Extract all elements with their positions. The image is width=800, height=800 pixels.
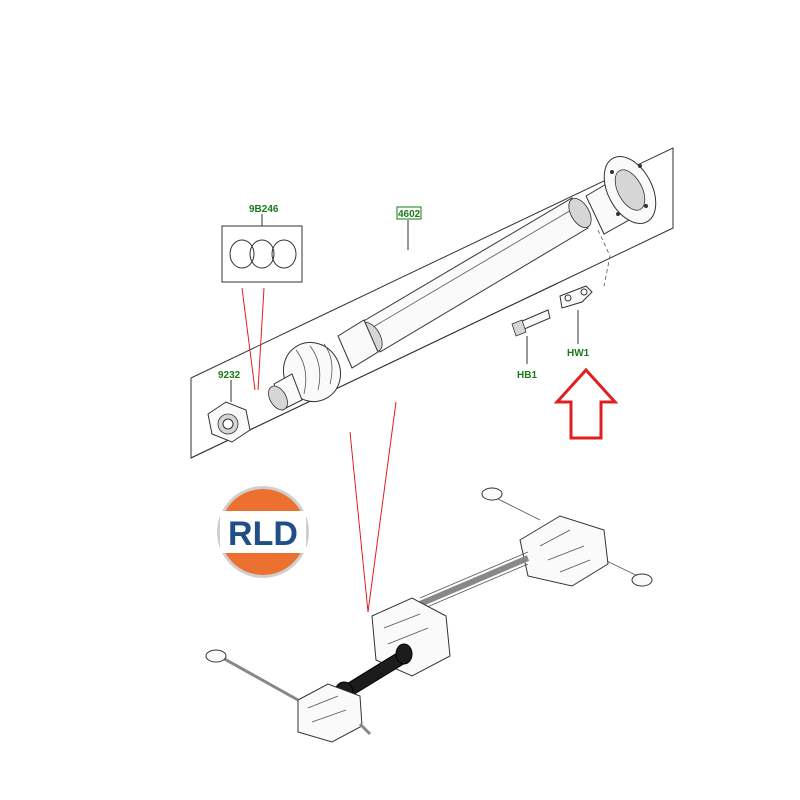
drivetrain-overview [205,487,653,743]
logo-text: RLD [228,515,298,553]
bolt-and-washer [511,229,611,337]
red-arrow-up-icon [553,367,619,440]
callout-shaft-box [396,206,422,220]
exploded-view-frame [190,147,674,459]
red-guide-lines [241,287,397,613]
callout-bolt-label: HB1 [517,370,537,381]
rld-logo: RLD [217,486,309,578]
hex-nut [207,401,251,443]
callout-shaft-label: 4602 [398,209,421,220]
callout-washer-label: HW1 [567,348,590,359]
callout-leaders [230,214,579,402]
drive-shaft [268,156,657,411]
callout-nut-label: 9232 [218,370,241,381]
callout-rings-label: 9B246 [249,204,279,215]
o-ring-set [221,225,303,283]
